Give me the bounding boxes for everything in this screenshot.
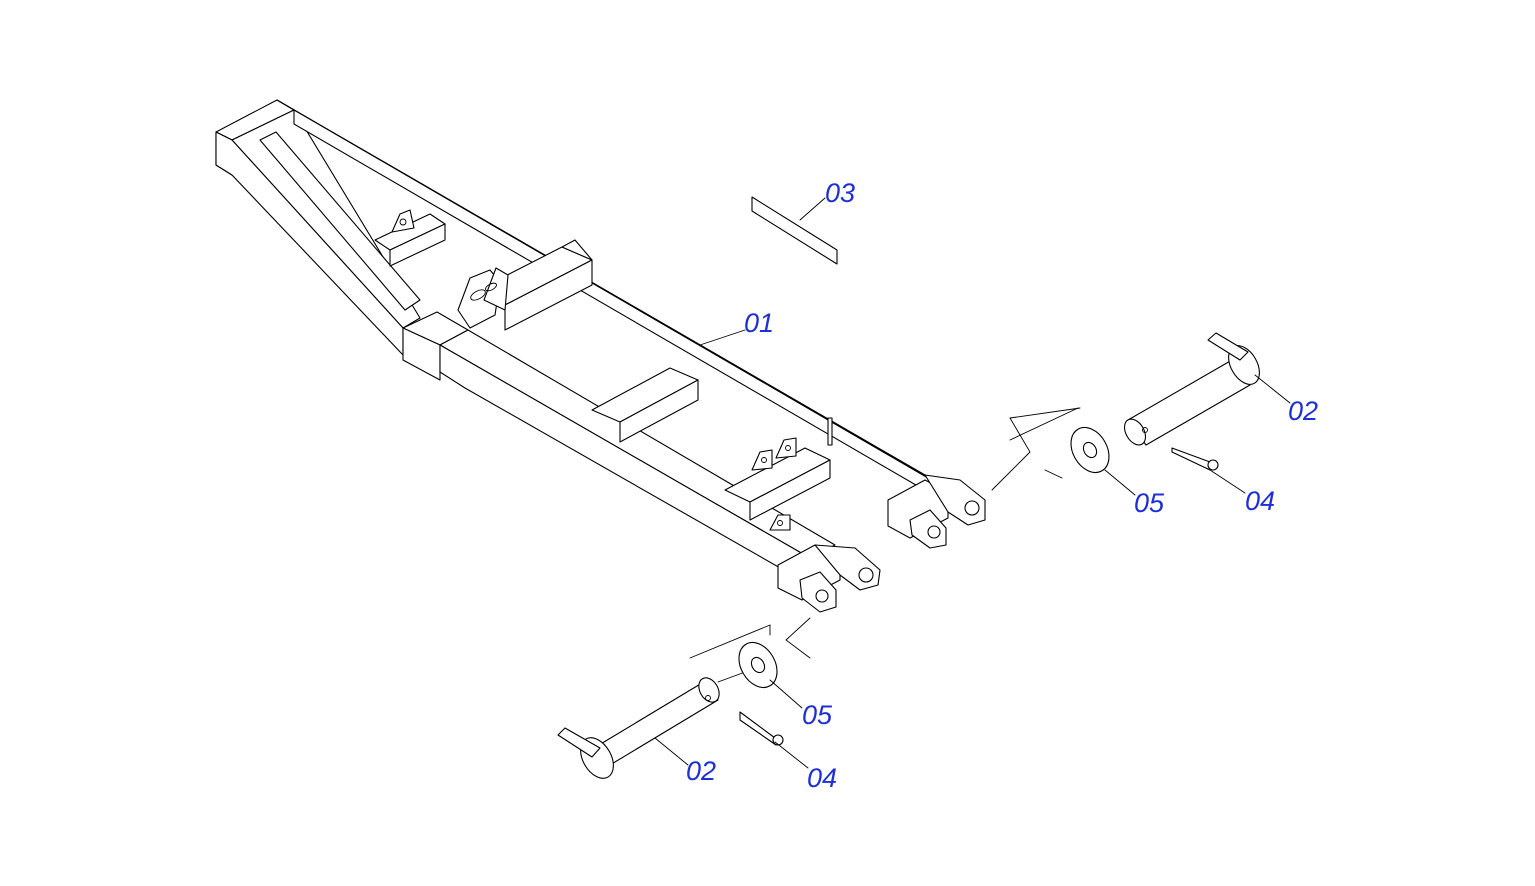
callout-washer-right: 05	[1134, 488, 1165, 518]
leader-05-right	[1104, 469, 1136, 496]
leader-lines	[654, 197, 1291, 769]
leader-05-left	[769, 679, 803, 709]
callout-washer-left: 05	[802, 700, 833, 730]
callout-frame: 01	[744, 308, 774, 338]
callout-pin-right: 02	[1288, 396, 1318, 426]
callout-pin-left: 02	[686, 756, 716, 786]
callout-cotter-right: 04	[1245, 486, 1275, 516]
callout-cotter-left: 04	[807, 763, 837, 793]
callout-decal: 03	[825, 178, 855, 208]
leader-04-right	[1209, 469, 1246, 494]
right-pin-assembly	[991, 332, 1260, 491]
leader-02-right	[1254, 374, 1291, 404]
leader-04-left	[774, 741, 809, 769]
decal-part	[751, 196, 838, 265]
main-frame	[215, 99, 986, 613]
leader-02-left	[654, 737, 689, 766]
left-pin-assembly	[557, 617, 811, 779]
leader-03	[799, 197, 826, 221]
leader-01	[699, 329, 746, 346]
callout-labels: 01 03 02 04 05 02 04 05	[686, 178, 1318, 793]
